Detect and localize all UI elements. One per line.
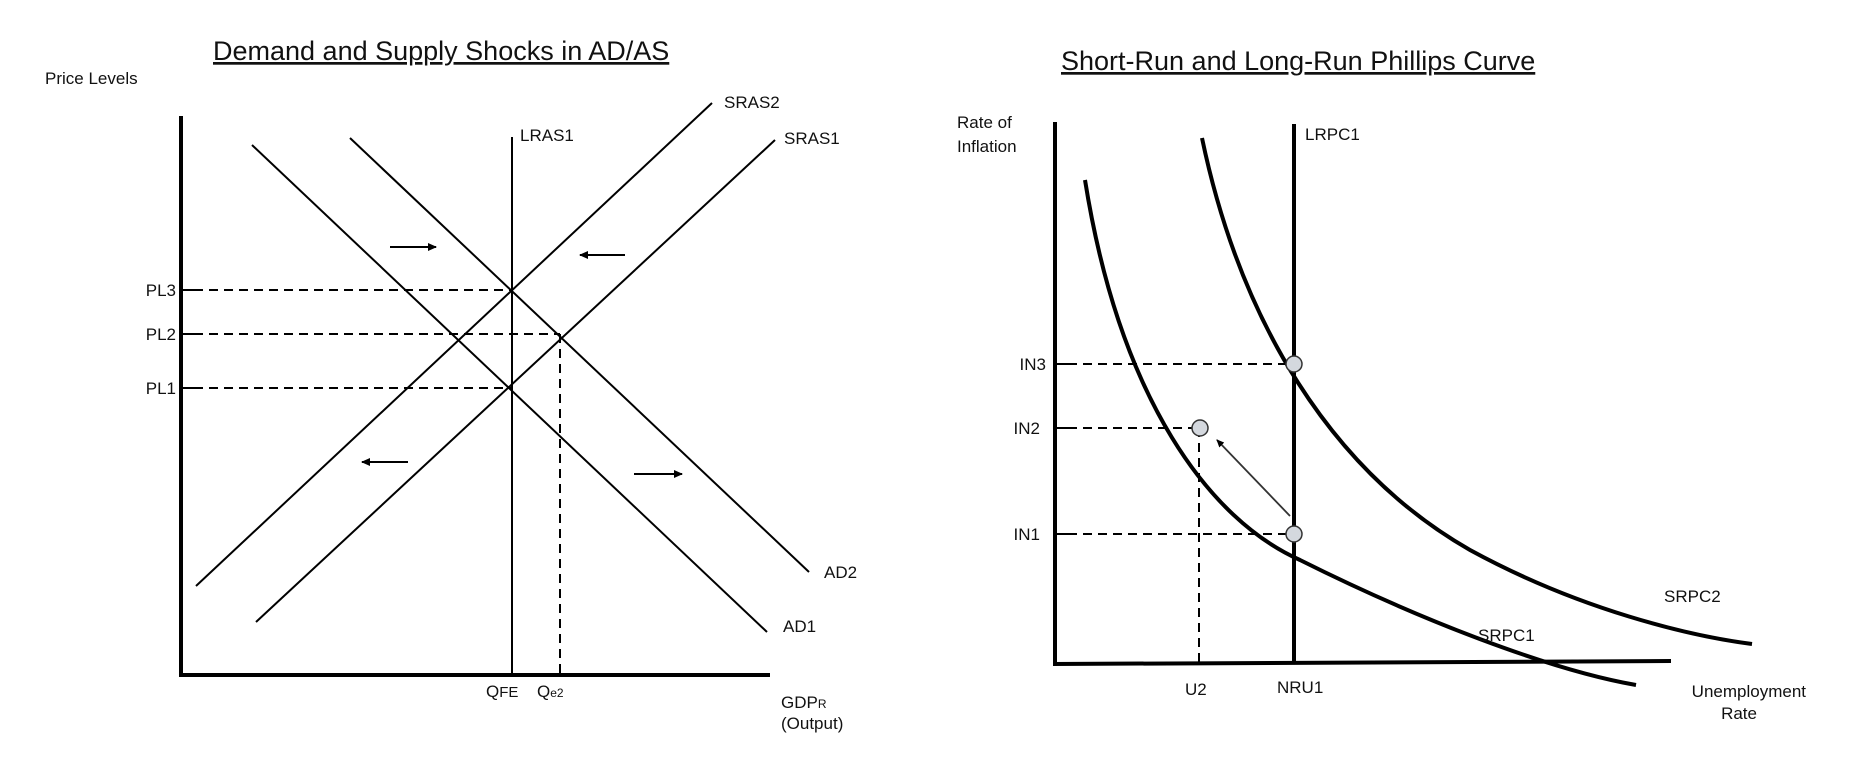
price-levels-axis-label: Price Levels (45, 69, 138, 88)
sras2-curve (195, 102, 713, 587)
adas-title: Demand and Supply Shocks in AD/AS (213, 36, 669, 66)
inflation-axis-label-line1: Rate of (957, 113, 1012, 132)
in1-nru1-point (1285, 525, 1303, 543)
gdp-axis-label: GDPR (781, 693, 827, 712)
sras1-label: SRAS1 (784, 129, 840, 148)
movement-arrow (1216, 439, 1291, 517)
sras1-curve (255, 139, 776, 623)
u2-label: U2 (1185, 680, 1207, 699)
srpc2-curve (1200, 137, 1753, 646)
output-axis-label: (Output) (781, 714, 843, 733)
q-e2-label: Qe2 (537, 682, 564, 701)
q-fe-label: QFE (486, 682, 518, 701)
lrpc1-label: LRPC1 (1305, 125, 1360, 144)
in1-label: IN1 (1014, 525, 1040, 544)
nru1-label: NRU1 (1277, 678, 1323, 697)
in2-label: IN2 (1014, 419, 1040, 438)
inflation-axis-label-line2: Inflation (957, 137, 1017, 156)
in3-nru1-point (1285, 355, 1303, 373)
phillips-title: Short-Run and Long-Run Phillips Curve (1061, 46, 1535, 76)
lras1-label: LRAS1 (520, 126, 574, 145)
ad2-label: AD2 (824, 563, 857, 582)
pl2-label: PL2 (146, 325, 176, 344)
srpc1-curve (1083, 179, 1637, 687)
pl3-label: PL3 (146, 281, 176, 300)
ad1-label: AD1 (783, 617, 816, 636)
phillips-x-axis (1052, 659, 1672, 666)
in2-u2-point (1191, 419, 1209, 437)
sras2-label: SRAS2 (724, 93, 780, 112)
ad2-curve (349, 137, 810, 573)
pl1-label: PL1 (146, 379, 176, 398)
in3-label: IN3 (1020, 355, 1046, 374)
unemployment-axis-label-line2: Rate (1721, 704, 1757, 723)
unemployment-axis-label-line1: Unemployment (1692, 682, 1807, 701)
adas-diagram: Demand and Supply Shocks in AD/AS Price … (45, 36, 857, 733)
srpc2-label: SRPC2 (1664, 587, 1721, 606)
phillips-diagram: Short-Run and Long-Run Phillips Curve Ra… (957, 46, 1806, 723)
srpc1-label: SRPC1 (1478, 626, 1535, 645)
